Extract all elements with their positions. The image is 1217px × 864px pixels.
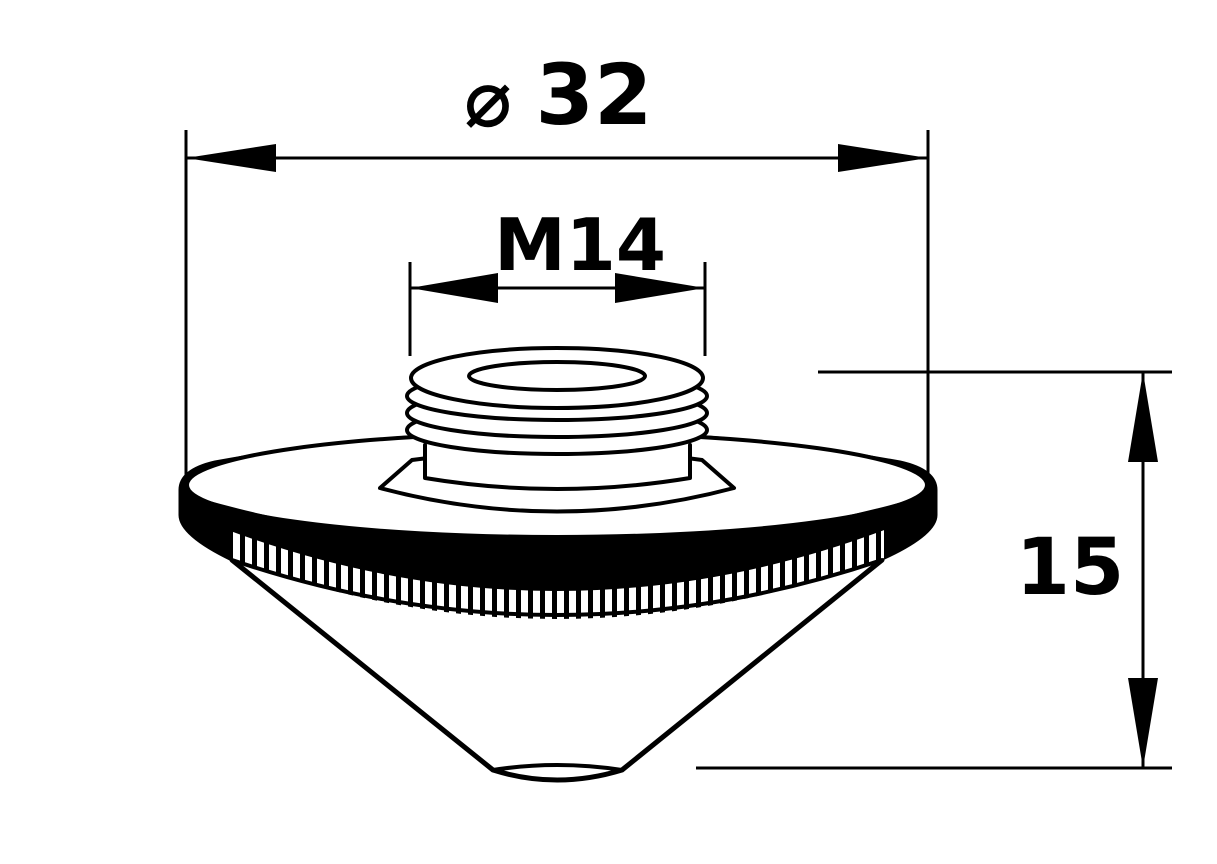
nozzle-body [178,346,938,783]
diameter-symbol: ⌀ [464,52,512,145]
arrowhead-right [615,273,705,303]
height-value: 15 [1016,523,1125,613]
knurling-outline [226,526,886,591]
arrowhead-bottom [1128,678,1158,768]
arrowhead-top [1128,372,1158,462]
arrowhead-right [838,144,928,172]
height-dimension [696,370,1172,770]
ring-inner-rim [198,498,917,552]
thread-value: M14 [494,203,666,287]
thread-dimension [408,262,707,356]
nozzle-cone [229,557,885,783]
thread-neck [423,443,692,491]
diameter-value: 32 [536,46,653,144]
arrowhead-left [410,273,498,303]
nozzle-tip [491,763,624,772]
knurling-lower-outline [230,558,884,617]
nozzle-bore [467,360,647,392]
arrowhead-left [186,144,276,172]
diameter-dimension [184,130,930,480]
